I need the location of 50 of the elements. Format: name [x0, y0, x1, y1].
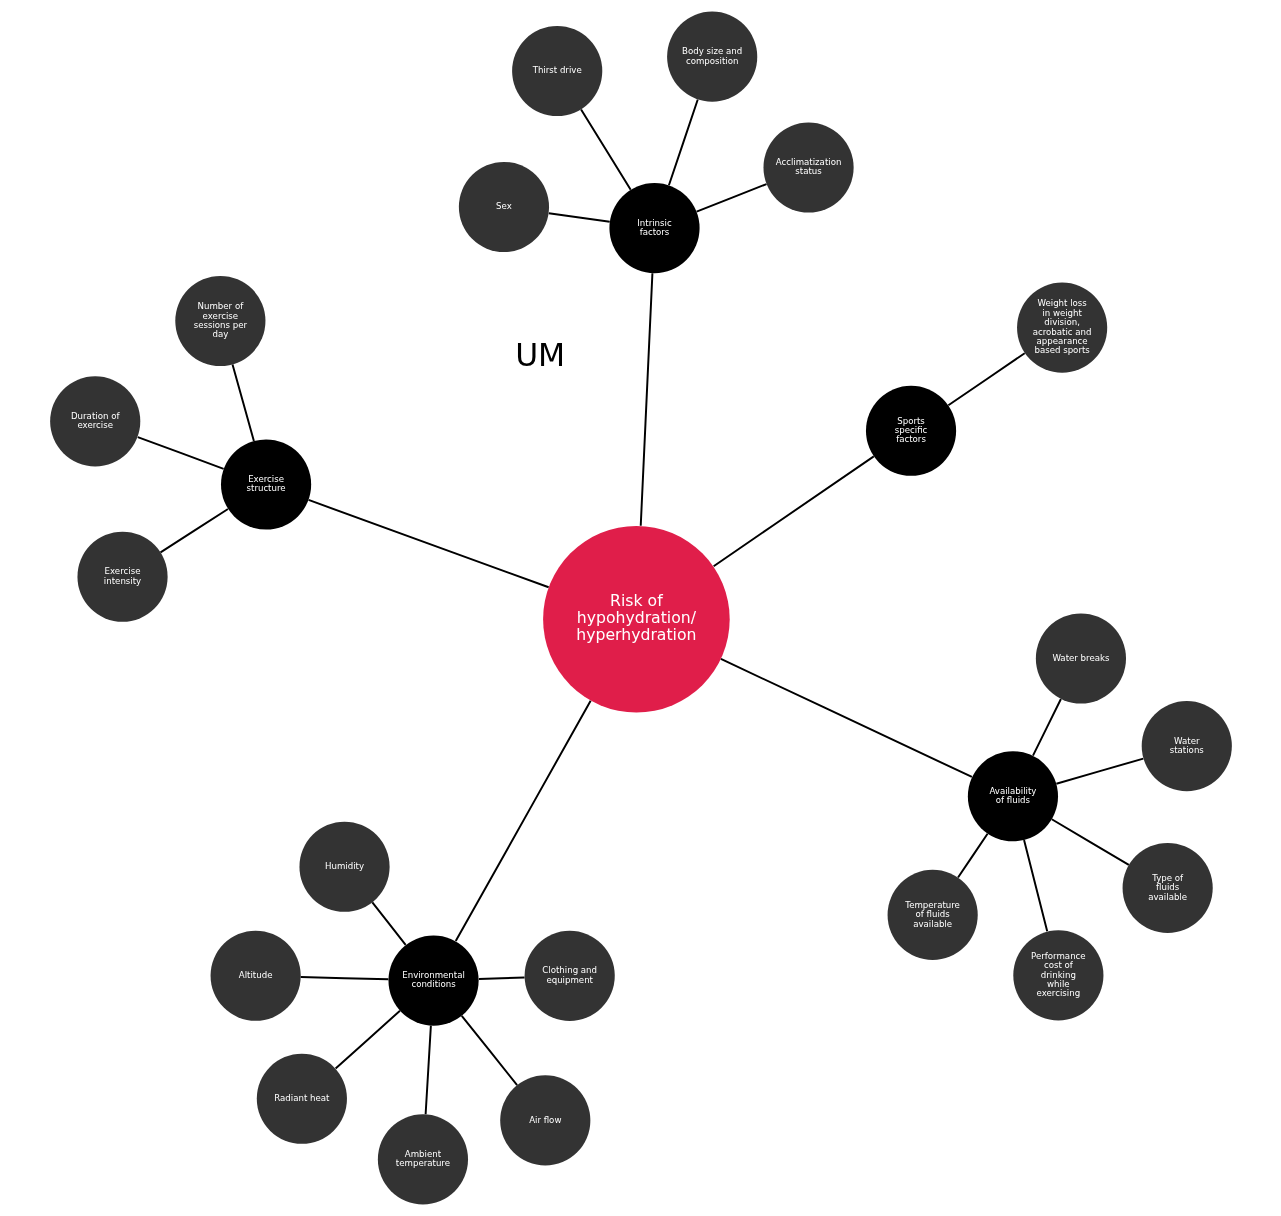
connector — [307, 498, 550, 589]
connector — [370, 901, 407, 946]
node-circle: Number of exercise sessions per day — [174, 275, 265, 367]
node-circle: Risk of hypohydration/ hyperhydration — [542, 525, 730, 713]
connector — [460, 1014, 518, 1087]
connector — [667, 98, 699, 187]
node-circle: Performance cost of drinking while exercising — [1012, 930, 1103, 1021]
connector — [956, 832, 988, 879]
node-circle: Thirst drive — [511, 25, 602, 117]
connector — [712, 455, 875, 568]
connector — [946, 352, 1026, 407]
node-circle: Ambient temperature — [377, 1114, 468, 1205]
node-circle: Sports specific factors — [865, 385, 956, 476]
node-circle: Environmental conditions — [387, 935, 479, 1026]
connector — [639, 272, 653, 527]
label: UM — [514, 337, 565, 374]
connector — [159, 508, 229, 554]
connector — [454, 699, 592, 942]
connector — [231, 363, 255, 442]
connector — [299, 976, 389, 981]
connector — [695, 183, 767, 213]
connector — [424, 1024, 432, 1116]
node-circle: Duration of exercise — [49, 376, 140, 467]
connector — [1050, 818, 1130, 866]
connector — [719, 657, 973, 778]
node-circle: Clothing and equipment — [524, 930, 615, 1021]
node-circle: Air flow — [499, 1075, 590, 1166]
node-circle: Water breaks — [1035, 613, 1126, 704]
connector — [1031, 698, 1062, 757]
node-circle: Exercise structure — [220, 439, 311, 530]
node-circle: Humidity — [298, 821, 390, 912]
node-circle: Availability of fluids — [967, 751, 1058, 842]
node-circle: Weight loss in weight division, acrobatic and appearance based sports — [1016, 282, 1107, 373]
connector — [547, 212, 611, 223]
node-circle: Type of fluids available — [1122, 842, 1213, 934]
connector — [334, 1009, 401, 1070]
node-circle: Body size and composition — [666, 11, 757, 102]
node-circle: Acclimatization status — [762, 122, 854, 213]
node-circle: Intrinsic factors — [608, 183, 700, 274]
node-circle: Water stations — [1141, 700, 1232, 792]
node-circle: Radiant heat — [256, 1053, 347, 1144]
connector — [1054, 757, 1144, 785]
node-circle: Sex — [458, 161, 549, 253]
connector — [477, 976, 526, 980]
connector — [579, 108, 632, 191]
connector — [136, 436, 225, 470]
node-circle: Temperature of fluids available — [887, 869, 978, 960]
node-circle: Altitude — [210, 930, 301, 1021]
node-circle: Exercise intensity — [76, 531, 168, 622]
connector — [1022, 839, 1048, 933]
